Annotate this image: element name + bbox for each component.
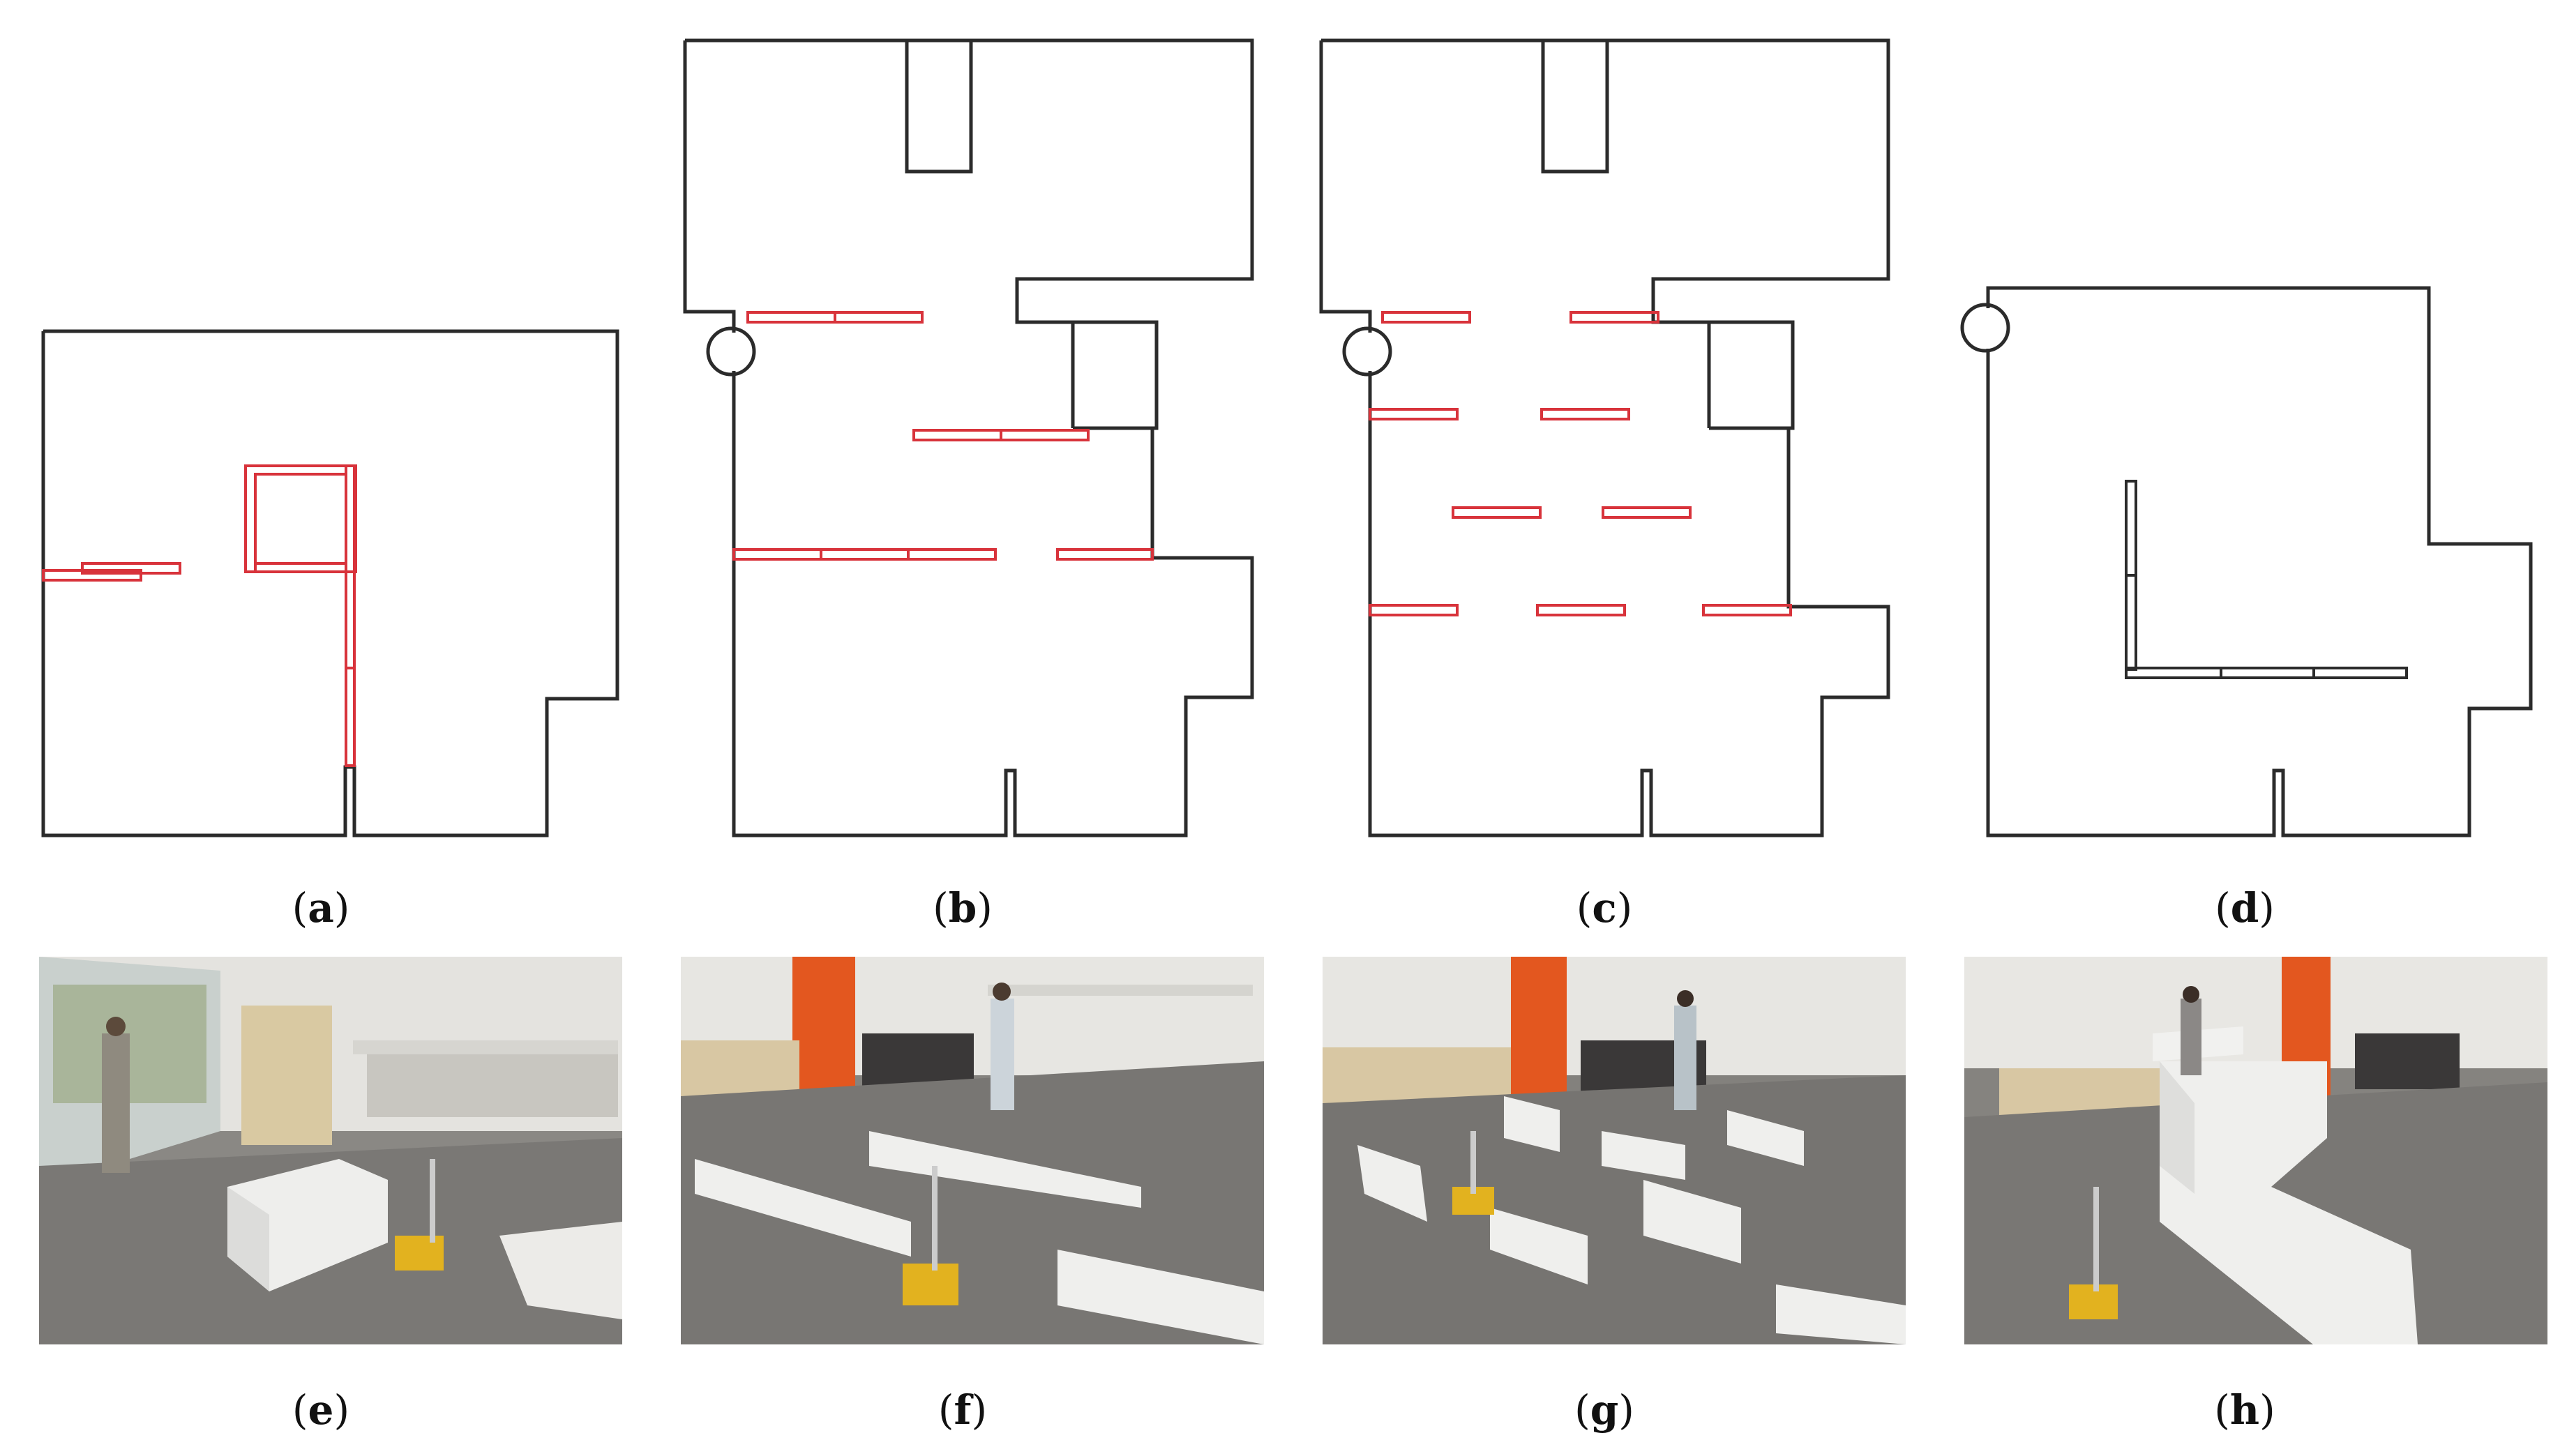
floor-plan-b (642, 0, 1284, 893)
caption-h-label: h (2229, 1386, 2260, 1434)
caption-d-label: d (2230, 884, 2259, 932)
caption-h: (h) (2214, 1386, 2275, 1434)
photo-e (39, 957, 622, 1344)
floor-plan-c-drawing (1319, 38, 1890, 837)
floor-plan-d-drawing (1960, 286, 2533, 837)
walls-b (683, 38, 1254, 837)
floor-plan-a (0, 0, 642, 893)
caption-e: (e) (292, 1386, 350, 1434)
photo-g-scene (1323, 957, 1906, 1344)
walls-a (41, 329, 619, 837)
caption-a: (a) (292, 884, 350, 932)
obstacles-c (1369, 311, 1792, 616)
photo-h (1964, 957, 2547, 1344)
floor-plan-d (1925, 0, 2567, 893)
photo-f-scene (681, 957, 1264, 1344)
caption-d: (d) (2215, 884, 2275, 932)
caption-f: (f) (938, 1386, 988, 1434)
photo-g (1323, 957, 1906, 1344)
caption-c: (c) (1576, 884, 1633, 932)
caption-b: (b) (933, 884, 993, 932)
caption-g: (g) (1574, 1386, 1634, 1434)
obstacles-b (732, 311, 1154, 561)
obstacles-d (2125, 480, 2408, 679)
caption-f-label: f (954, 1386, 972, 1434)
floor-plan-a-drawing (41, 329, 619, 837)
caption-c-label: c (1592, 884, 1617, 932)
floor-plan-b-drawing (683, 38, 1254, 837)
photo-e-scene (39, 957, 622, 1344)
photo-h-scene (1964, 957, 2547, 1344)
caption-g-label: g (1590, 1386, 1619, 1434)
caption-a-label: a (308, 884, 334, 932)
caption-b-label: b (948, 884, 977, 932)
walls-d (1960, 286, 2533, 837)
photo-f (681, 957, 1264, 1344)
obstacles-a (42, 464, 357, 767)
walls-c (1319, 38, 1890, 837)
floor-plan-c (1284, 0, 1925, 893)
caption-e-label: e (308, 1386, 334, 1434)
